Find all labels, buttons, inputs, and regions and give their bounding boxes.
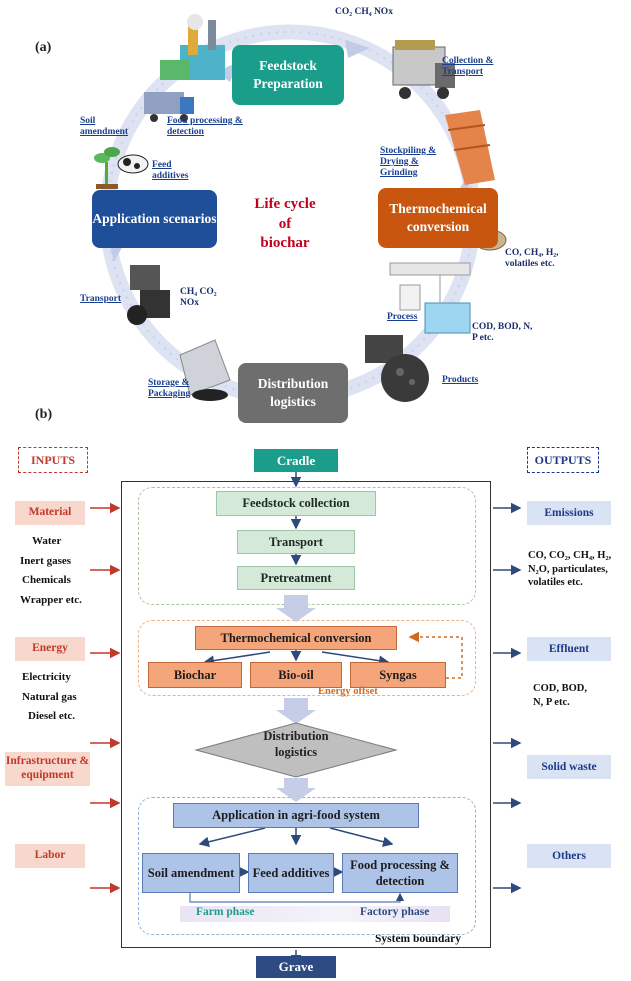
- input-infrastructure: Infrastructure & equipment: [5, 752, 90, 786]
- feedstock-collection-box: Feedstock collection: [216, 491, 376, 516]
- material-item: Wrapper etc.: [20, 593, 82, 606]
- syngas-box: Syngas: [350, 662, 446, 688]
- tractor-illustration: [127, 265, 170, 325]
- energy-items: Electricity Natural gas Diesel etc.: [22, 671, 77, 723]
- annotation-process: Process: [387, 312, 418, 322]
- center-title-line: of: [278, 215, 292, 232]
- distribution-label: Distribution logistics: [263, 729, 329, 760]
- panel-b-label: (b): [35, 407, 53, 422]
- system-boundary: [121, 481, 491, 948]
- output-solid-waste: Solid waste: [527, 755, 611, 779]
- application-box: Application in agri-food system: [173, 803, 419, 828]
- cloud-icon: [187, 14, 203, 30]
- farm-phase-label: Farm phase: [196, 906, 255, 918]
- flow-connectors: [90, 472, 522, 966]
- phase-bar: [180, 906, 450, 922]
- annotation-transport: Transport: [80, 294, 121, 304]
- inputs-header: INPUTS: [18, 447, 88, 473]
- stage-distribution-logistics: Distribution logistics: [238, 363, 348, 423]
- soil-amendment-box: Soil amendment: [142, 853, 240, 893]
- material-item: Water: [32, 535, 62, 547]
- plant-illustration: [94, 147, 120, 189]
- output-others: Others: [527, 844, 611, 868]
- emissions-left: CH₄ CO₂ NOx: [180, 287, 217, 308]
- annotation-food: Food processing & detection: [167, 116, 243, 137]
- group-thermochemical: [138, 620, 476, 696]
- stage-feedstock-preparation: Feedstock Preparation: [232, 45, 344, 105]
- center-title-line: biochar: [260, 235, 310, 251]
- grave-box: Grave: [256, 956, 336, 978]
- biochar-product-illustration: [365, 335, 429, 402]
- cow-illustration: [117, 154, 149, 174]
- energy-item: Natural gas: [22, 690, 77, 703]
- emissions-cod: COD, BOD, N, P etc.: [472, 322, 533, 343]
- effluent-item: N, P etc.: [533, 696, 570, 708]
- collection-truck-illustration: [392, 40, 455, 99]
- pretreatment-box: Pretreatment: [237, 566, 355, 590]
- feed-additives-box: Feed additives: [248, 853, 334, 893]
- output-effluent: Effluent: [527, 637, 611, 661]
- panel-a-label: (a): [35, 40, 52, 55]
- emissions-item: CO, CO₂, CH₄, H₂,: [528, 550, 612, 561]
- annotation-stockpiling: Stockpiling & Drying & Grinding: [380, 146, 437, 178]
- emissions-co-gases: CO, CH₄, H₂, volatiles etc.: [505, 248, 559, 269]
- biochar-box: Biochar: [148, 662, 242, 688]
- annotation-feed: Feed additives: [152, 160, 189, 181]
- factory-phase-label: Factory phase: [360, 906, 430, 918]
- annotation-soil: Soil amendment: [80, 116, 129, 137]
- emissions-item: volatiles etc.: [528, 577, 583, 589]
- emissions-items: CO, CO₂, CH₄, H₂, N₂O, particulates, vol…: [528, 549, 611, 590]
- material-items: Water Inert gases Chemicals Wrapper etc.: [20, 535, 82, 607]
- energy-item: Electricity: [22, 671, 71, 683]
- conveyor-illustration: [445, 110, 495, 185]
- truck-illustration: [144, 92, 194, 122]
- output-emissions: Emissions: [527, 501, 611, 525]
- input-labor: Labor: [15, 844, 85, 868]
- effluent-items: COD, BOD, N, P etc.: [533, 682, 587, 709]
- distribution-diamond: [194, 722, 398, 778]
- food-processing-box: Food processing & detection: [342, 853, 458, 893]
- center-title: Life cycle of biochar: [245, 195, 325, 254]
- reactor-illustration: [389, 262, 471, 334]
- stage-thermochemical-conversion: Thermochemical conversion: [378, 188, 498, 248]
- cradle-box: Cradle: [254, 449, 338, 472]
- annotation-products: Products: [442, 375, 479, 385]
- packaging-illustration: [179, 339, 231, 401]
- input-energy: Energy: [15, 637, 85, 661]
- emissions-item: N₂O, particulates,: [528, 563, 608, 575]
- outputs-header: OUTPUTS: [527, 447, 599, 473]
- group-application: [138, 797, 476, 935]
- annotation-collection: Collection & Transport: [442, 56, 494, 77]
- transport-box: Transport: [237, 530, 355, 554]
- thermochemical-box: Thermochemical conversion: [195, 626, 397, 650]
- emissions-top: CO₂ CH₄ NOx: [335, 7, 393, 17]
- annotation-storage: Storage & Packaging: [148, 378, 191, 399]
- biooil-box: Bio-oil: [250, 662, 342, 688]
- factory-illustration: [160, 20, 225, 80]
- center-title-line: Life cycle: [254, 196, 316, 212]
- system-boundary-label: System boundary: [375, 933, 461, 945]
- energy-item: Diesel etc.: [28, 710, 76, 723]
- material-item: Inert gases: [20, 554, 72, 567]
- input-material: Material: [15, 501, 85, 525]
- stage-application-scenarios: Application scenarios: [92, 190, 217, 248]
- effluent-item: COD, BOD,: [533, 683, 587, 694]
- energy-offset-label: Energy offset: [318, 686, 378, 697]
- material-item: Chemicals: [22, 574, 71, 587]
